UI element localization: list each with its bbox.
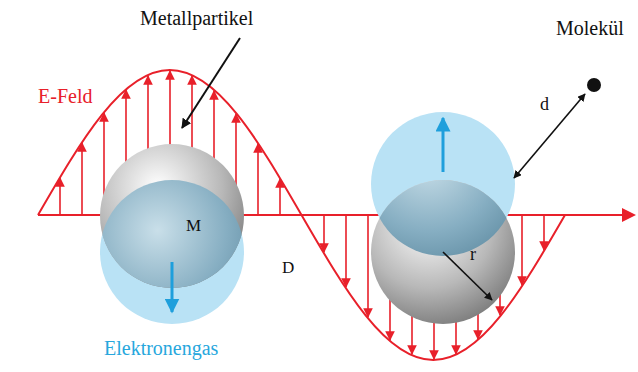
electron-gas xyxy=(100,180,244,324)
sphere-overlap xyxy=(371,112,515,256)
dimension-label: d xyxy=(540,94,549,116)
electron-gas xyxy=(371,112,515,256)
part-label: Metallpartikel xyxy=(140,6,253,30)
radius-line xyxy=(443,252,492,300)
sphere-shape xyxy=(100,144,244,288)
field-label: E-Feld xyxy=(38,84,92,108)
part-label: Molekül xyxy=(556,16,624,40)
distance-arrow xyxy=(514,94,585,178)
sphere-overlap xyxy=(100,180,244,324)
dimension-label: r xyxy=(470,244,476,266)
dimension-label: D xyxy=(282,258,294,278)
axis-arrowhead xyxy=(622,208,636,222)
particle-label: M xyxy=(186,216,201,236)
displacement-arrow xyxy=(442,118,445,172)
displacement-arrow xyxy=(171,262,174,312)
part-label: Elektronengas xyxy=(104,336,218,360)
leader-arrow xyxy=(182,38,240,128)
metal-particle: M xyxy=(100,144,244,288)
molecule-dot xyxy=(587,78,601,92)
